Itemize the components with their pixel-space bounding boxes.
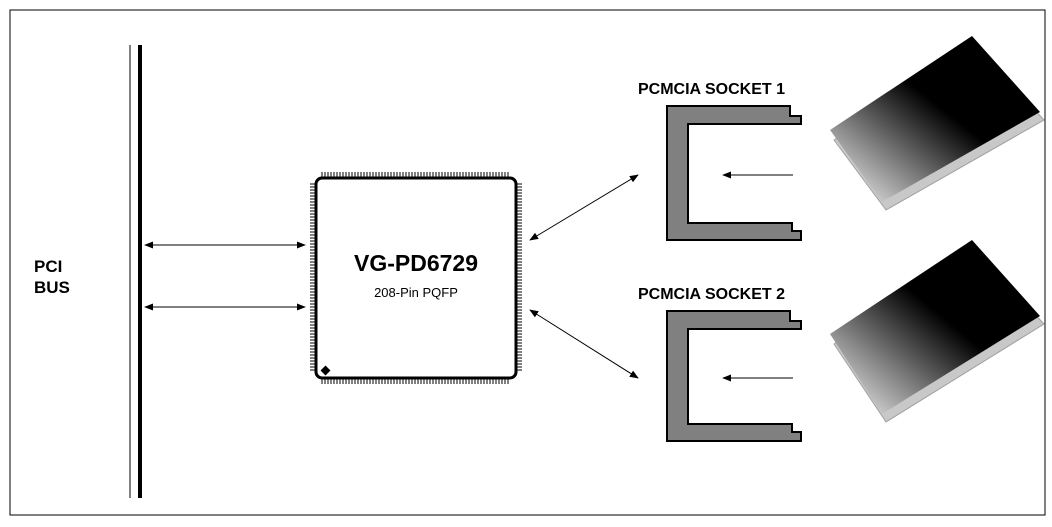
- pc-card-icon: [830, 36, 1045, 211]
- socket-2-label: PCMCIA SOCKET 2: [638, 286, 785, 303]
- chip-package-label: 208-Pin PQFP: [374, 285, 458, 300]
- chip-socket2-arrow: [529, 309, 639, 379]
- socket-1-label: PCMCIA SOCKET 1: [638, 81, 785, 98]
- pci-bus-label-line1: PCI: [34, 257, 63, 276]
- chip-socket1-arrow: [529, 174, 639, 241]
- socket-1-shape: [666, 105, 802, 241]
- diagram-frame: [9, 9, 1046, 516]
- pci-bus-label: PCI BUS: [34, 256, 70, 298]
- pci-bus-label-line2: BUS: [34, 278, 70, 297]
- pcmcia-socket-2: [666, 310, 802, 442]
- chip-body: [314, 176, 518, 380]
- pci-bus: [129, 45, 142, 498]
- diamond-icon: [320, 365, 331, 376]
- pcmcia-socket-1: [666, 105, 802, 241]
- pc-card-icon: [830, 240, 1045, 423]
- socket-2-shape: [666, 310, 802, 442]
- chip-name-label: VG-PD6729: [353, 250, 478, 276]
